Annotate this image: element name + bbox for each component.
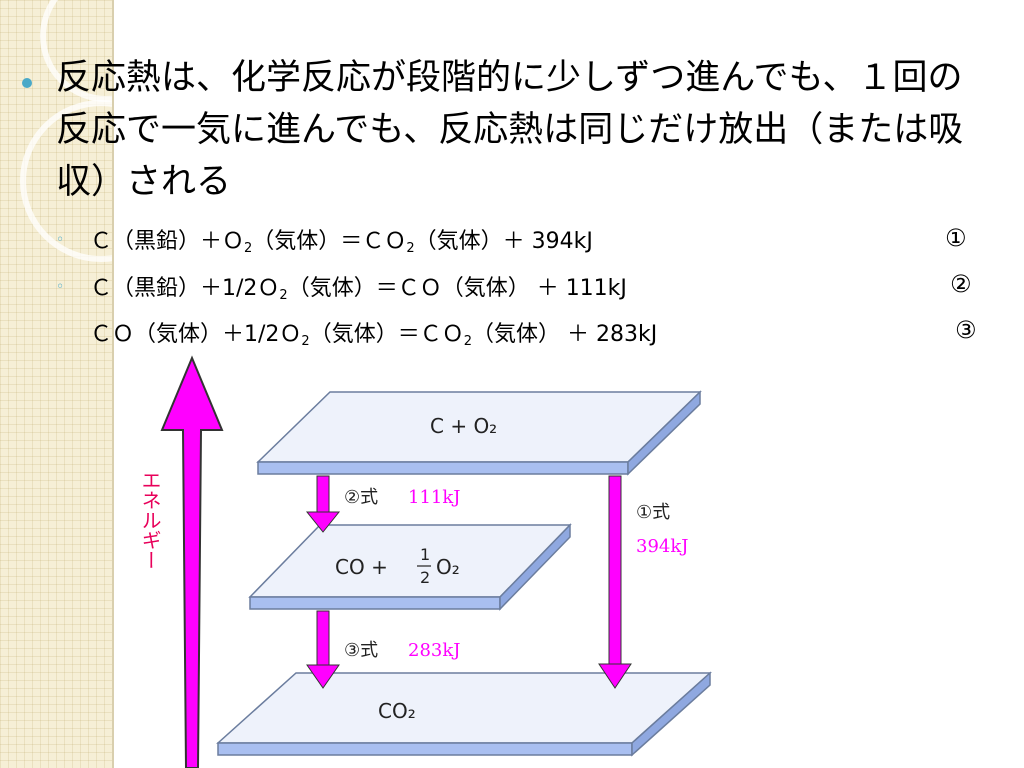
subscript: 2	[301, 334, 310, 349]
plate-middle-label-pre: CO +	[335, 555, 388, 579]
eq3-part: （気体）＝ＣＯ	[309, 322, 464, 347]
plate-bottom: CO₂	[216, 671, 712, 757]
plate-bottom-label: CO₂	[378, 699, 416, 723]
plate-middle: CO + 1 2 O₂	[248, 523, 572, 611]
sub-bullet-marker: ◦	[56, 279, 65, 295]
fraction-numerator: 1	[420, 545, 430, 564]
eq1-part: （気体）＝ＣＯ	[252, 229, 407, 254]
energy-axis-label: エネルギー	[138, 470, 162, 570]
decorative-side-pattern	[0, 0, 182, 768]
step1-arrow	[598, 475, 632, 689]
energy-diagram: エネルギー C + O₂ CO + 1 2 O₂ CO₂ ②式 111kJ ③式…	[138, 355, 712, 768]
equation-2: Ｃ（黒鉛）＋1/2Ｏ2（気体）＝ＣＯ（気体） ＋ 111kJ	[90, 270, 627, 303]
equation-number-2: ②	[950, 270, 972, 298]
decorative-ring	[20, 100, 182, 262]
equation-3: ＣＯ（気体）＋1/2Ｏ2（気体）＝ＣＯ2（気体） ＋ 283kJ	[90, 316, 657, 349]
plate-middle-label-post: O₂	[436, 555, 460, 579]
subscript: 2	[279, 288, 288, 303]
decorative-ring	[40, 0, 172, 102]
eq1-part: Ｃ（黒鉛）＋Ｏ	[90, 229, 245, 254]
eq1-part: （気体）＋ 394kJ	[414, 229, 593, 254]
subscript: 2	[406, 241, 415, 256]
subscript: 2	[244, 241, 253, 256]
plate-top-label: C + O₂	[430, 414, 497, 438]
step2-arrow	[305, 475, 341, 533]
subscript: 2	[463, 334, 472, 349]
step3-arrow	[306, 610, 340, 689]
sub-bullet-marker: ◦	[56, 232, 65, 248]
eq3-part: ＣＯ（気体）＋1/2Ｏ	[90, 322, 302, 347]
step1-label: ①式	[636, 502, 670, 523]
eq2-part: （気体）＝ＣＯ（気体） ＋ 111kJ	[287, 276, 627, 301]
bullet-dot	[22, 78, 32, 88]
eq3-part: （気体） ＋ 283kJ	[472, 322, 658, 347]
equation-number-3: ③	[955, 316, 977, 344]
step2-label: ②式	[344, 487, 378, 508]
main-bullet-text: 反応熱は、化学反応が段階的に少しずつ進んでも、１回の反応で一気に進んでも、反応熱…	[56, 58, 964, 202]
equation-1: Ｃ（黒鉛）＋Ｏ2（気体）＝ＣＯ2（気体）＋ 394kJ	[90, 223, 593, 256]
fraction-denominator: 2	[420, 568, 430, 587]
step3-value: 283kJ	[408, 640, 460, 661]
strip-divider	[112, 0, 114, 768]
step1-value: 394kJ	[636, 536, 688, 557]
eq2-part: Ｃ（黒鉛）＋1/2Ｏ	[90, 276, 280, 301]
equation-number-1: ①	[945, 224, 967, 252]
step3-label: ③式	[344, 640, 378, 661]
energy-arrow	[160, 355, 224, 768]
plate-top: C + O₂	[256, 390, 702, 476]
step2-value: 111kJ	[408, 487, 460, 508]
